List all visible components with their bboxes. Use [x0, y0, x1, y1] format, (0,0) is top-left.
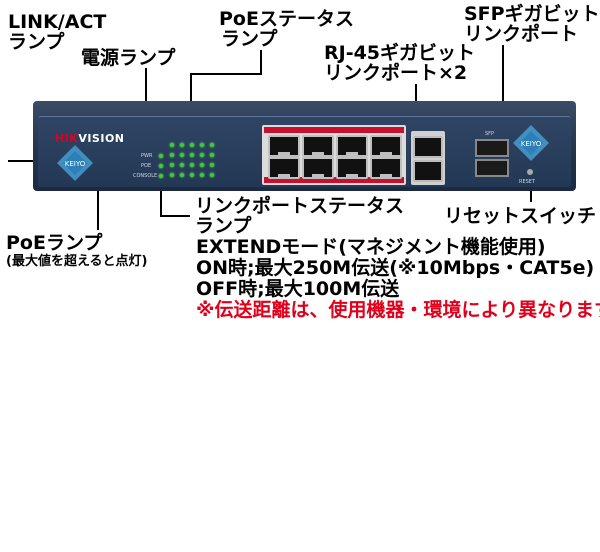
rj45-uplink-port-9[interactable] [413, 136, 443, 158]
poe-status-lamp-label: PoEステータス ランプ [219, 9, 354, 49]
led-label-pwr: PWR [141, 153, 153, 159]
poe-max-led [159, 164, 163, 168]
poe-port-2[interactable] [268, 157, 300, 179]
rj45-label-line2: リンクポート×2 [324, 62, 468, 84]
port-status-led [190, 143, 194, 147]
port-status-led [200, 173, 204, 177]
poe-lamp-leader [97, 178, 99, 230]
poe-port-6[interactable] [336, 157, 368, 179]
extend-off-label: OFF時;最大100M伝送 [196, 278, 400, 300]
poe-port-4[interactable] [302, 157, 334, 179]
network-switch: HIKVISION KEIYO KEIYO PWR POE CONSOLE [33, 101, 576, 191]
rj45-port-label: RJ-45ギガビット リンクポート×2 [324, 43, 475, 83]
brand-vision: VISION [78, 132, 125, 145]
port-status-led [210, 163, 214, 167]
link-act-label-line1: LINK/ACT [8, 11, 107, 33]
port-status-led [180, 153, 184, 157]
poe-port-1[interactable] [268, 135, 300, 157]
brand-logo: HIKVISION [55, 132, 125, 145]
port-status-led [170, 163, 174, 167]
sfp-slot-1[interactable] [475, 139, 509, 157]
reset-switch-label: リセットスイッチ [444, 205, 597, 227]
port-accent-bottom [264, 177, 404, 183]
rj45-uplink-port-10[interactable] [413, 160, 443, 182]
poe-status-label-line2: ランプ [221, 28, 278, 50]
port-accent-top [264, 127, 404, 133]
power-led [159, 154, 163, 158]
sfp-label-top: SFP [485, 131, 495, 137]
keiyo-watermark-left: KEIYO [57, 145, 93, 181]
led-label-poe: POE [141, 163, 152, 169]
distance-note: ※伝送距離は、使用機器・環境により異なります。 [196, 299, 600, 321]
extend-mode-label: EXTENDモード(マネジメント機能使用) [196, 236, 546, 258]
port-status-led [200, 143, 204, 147]
port-status-led [210, 173, 214, 177]
port-status-led [200, 153, 204, 157]
reset-leader [530, 180, 532, 202]
poe-port-8[interactable] [370, 157, 402, 179]
port-status-led [210, 153, 214, 157]
sfp-label-line2: リンクポート [464, 23, 579, 45]
link-port-status-line1: リンクポートステータス [195, 195, 405, 217]
led-label-console: CONSOLE [133, 173, 158, 179]
keiyo-watermark-right: KEIYO [513, 125, 549, 161]
link-act-label-line2: ランプ [8, 31, 65, 53]
poe-port-5[interactable] [336, 135, 368, 157]
reset-label: RESET [519, 179, 536, 185]
port-status-led [170, 153, 174, 157]
poe-status-label-line1: PoEステータス [219, 8, 354, 30]
poe-lamp-label: PoEランプ [6, 232, 103, 254]
power-lamp-label: 電源ランプ [81, 47, 176, 69]
watermark-text-left: KEIYO [65, 160, 86, 168]
rj45-label-line1: RJ-45ギガビット [324, 42, 476, 64]
port-status-led [180, 163, 184, 167]
link-act-label: LINK/ACT ランプ [8, 12, 106, 52]
port-status-led [190, 163, 194, 167]
port-status-led [190, 173, 194, 177]
port-status-led [190, 153, 194, 157]
watermark-text-right: KEIYO [521, 140, 542, 148]
sfp-slot-block: SFP [473, 131, 513, 185]
poe-port-3[interactable] [302, 135, 334, 157]
port-status-led [200, 163, 204, 167]
poe-lamp-note: (最大値を超えると点灯) [6, 254, 148, 269]
brand-hik: HIK [55, 132, 79, 145]
poe-port-7[interactable] [370, 135, 402, 157]
reset-button[interactable] [527, 169, 533, 175]
sfp-leader [502, 45, 504, 131]
sfp-port-label: SFPギガビット リンクポート [464, 4, 600, 44]
link-act-led [159, 174, 163, 178]
port-status-led [180, 143, 184, 147]
poe-status-leader-v [260, 50, 262, 74]
link-status-leader-v [160, 176, 162, 216]
poe-port-block [262, 125, 406, 185]
link-port-status-line2: ランプ [195, 215, 252, 237]
link-port-status-lamp-label: リンクポートステータス ランプ [195, 196, 404, 236]
poe-status-leader-h [190, 73, 262, 75]
rj45-uplink-block [411, 131, 445, 185]
port-status-led [210, 143, 214, 147]
sfp-label-line1: SFPギガビット [464, 3, 600, 25]
link-status-leader-h [160, 215, 190, 217]
sfp-slot-2[interactable] [475, 159, 509, 177]
extend-on-label: ON時;最大250M伝送(※10Mbps・CAT5e) [196, 257, 595, 279]
port-status-led [170, 173, 174, 177]
port-status-led [180, 173, 184, 177]
port-status-led [170, 143, 174, 147]
